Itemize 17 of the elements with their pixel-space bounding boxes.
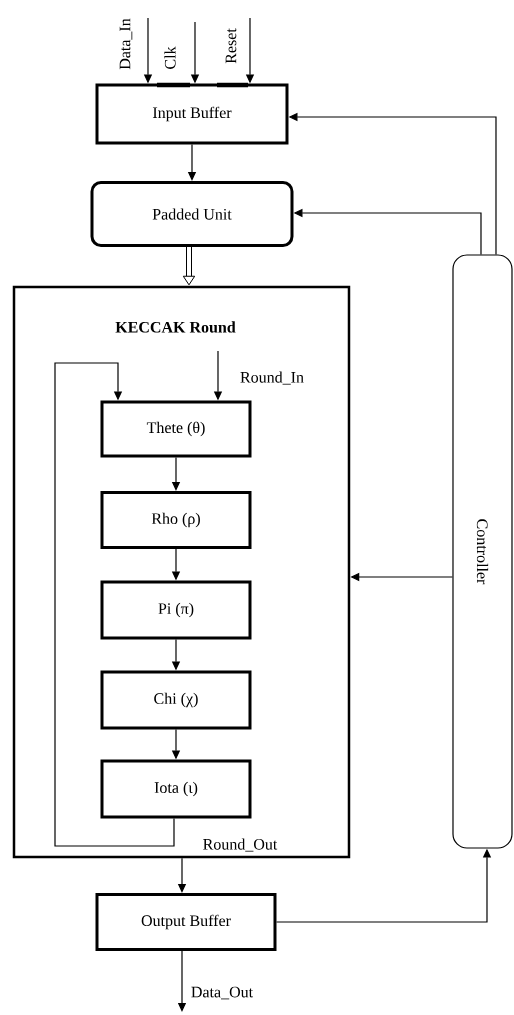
process-box: Rho (ρ) xyxy=(100,491,252,549)
controller-box: Controller xyxy=(452,254,513,849)
process-box: Iota (ι) xyxy=(100,759,252,819)
signal-label: Round_In xyxy=(240,371,304,385)
signal-label: Data_Out xyxy=(191,986,253,1000)
unit-box: Padded Unit xyxy=(90,181,294,247)
arrow xyxy=(54,362,175,847)
signal-label: Data_In xyxy=(119,18,133,70)
process-box: Output Buffer xyxy=(95,893,277,951)
signal-label: Round_Out xyxy=(203,838,278,852)
signal-label: Reset xyxy=(225,28,237,64)
process-box: Input Buffer xyxy=(95,83,289,145)
arrow xyxy=(182,247,196,286)
signal-label: Clk xyxy=(164,46,176,69)
process-box: Thete (θ) xyxy=(100,400,252,458)
process-box: Pi (π) xyxy=(100,580,252,640)
process-box: Chi (χ) xyxy=(100,670,252,730)
